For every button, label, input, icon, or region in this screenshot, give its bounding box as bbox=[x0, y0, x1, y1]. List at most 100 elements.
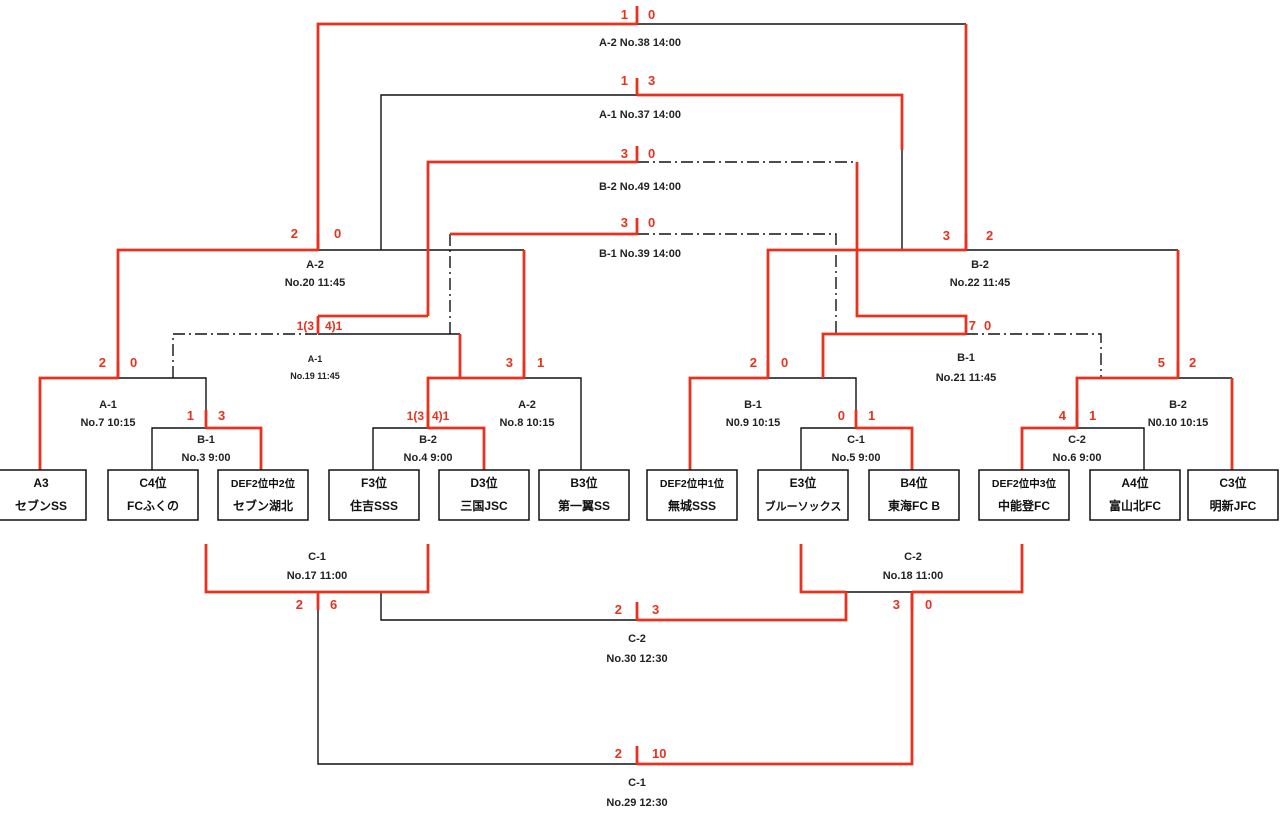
team-seed: DEF2位中2位 bbox=[231, 477, 296, 490]
match-court: C-2 bbox=[904, 551, 922, 563]
score-right: 1 bbox=[537, 355, 544, 370]
score-left: 3 bbox=[621, 146, 628, 161]
team-name: 住吉SSS bbox=[350, 498, 398, 513]
match-court: C-2 bbox=[1068, 434, 1086, 446]
bracket-lines-win bbox=[38, 6, 1234, 766]
team-box: A3 セブンSS bbox=[0, 469, 87, 521]
team-seed: A4位 bbox=[1121, 475, 1148, 490]
score-left: 5 bbox=[1158, 355, 1165, 370]
team-name: 三国JSC bbox=[460, 499, 508, 513]
team-box: D3位 三国JSC bbox=[438, 469, 530, 521]
match-court: A-2 bbox=[518, 399, 536, 411]
line-m20-left bbox=[116, 248, 318, 378]
team-box: B4位 東海FC B bbox=[868, 469, 960, 521]
line-m6-right bbox=[1077, 427, 1145, 470]
match-label: B-1 No.39 14:00 bbox=[599, 248, 681, 260]
match-court: A-1 bbox=[99, 399, 117, 411]
line-m21-right bbox=[966, 333, 1102, 378]
score-right: 0 bbox=[130, 355, 137, 370]
team-box: F3位 住吉SSS bbox=[328, 469, 420, 521]
score-left: 4 bbox=[1059, 408, 1067, 423]
team-box: C4位 FCふくの bbox=[107, 469, 199, 521]
team-box: DEF2位中3位 中能登FC bbox=[978, 469, 1070, 521]
score-left: 3 bbox=[943, 228, 950, 243]
score-right: 1 bbox=[1089, 408, 1096, 423]
score-left: 3 bbox=[621, 215, 628, 230]
score-left: 1(3 bbox=[407, 409, 425, 423]
match-court: B-2 bbox=[971, 259, 989, 271]
score-left: 1(3 bbox=[297, 319, 315, 333]
score-right: 3 bbox=[652, 602, 659, 617]
line-m19-center bbox=[316, 314, 428, 334]
line-m6-left bbox=[1020, 426, 1077, 470]
team-seed: C3位 bbox=[1219, 475, 1246, 490]
match-label: B-2 No.49 14:00 bbox=[599, 181, 681, 193]
score-right: 0 bbox=[925, 597, 932, 612]
score-left: 0 bbox=[838, 408, 845, 423]
team-seed: D3位 bbox=[470, 475, 497, 490]
team-boxes: A3 セブンSS C4位 FCふくの DEF2位中2位 セブン湖北 F3位 住吉… bbox=[0, 469, 1279, 521]
team-box: DEF2位中1位 無城SSS bbox=[646, 469, 738, 521]
match-labels: A-2 No.38 14:00 A-1 No.37 14:00 B-2 No.4… bbox=[80, 37, 1208, 809]
team-name: 明新JFC bbox=[1210, 498, 1257, 513]
score-right: 0 bbox=[984, 318, 991, 333]
line-m29-right bbox=[637, 592, 914, 766]
team-seed: B3位 bbox=[570, 475, 597, 490]
team-seed: F3位 bbox=[361, 475, 387, 490]
match-court: C-1 bbox=[308, 551, 326, 563]
score-right: 2 bbox=[986, 228, 993, 243]
match-court: A-2 bbox=[306, 259, 324, 271]
score-right: 4)1 bbox=[432, 409, 450, 423]
match-info: N0.9 10:15 bbox=[726, 417, 780, 429]
score-left: 1 bbox=[621, 7, 628, 22]
score-left: 3 bbox=[893, 597, 900, 612]
line-m21-left bbox=[821, 332, 966, 378]
score-right: 0 bbox=[648, 215, 655, 230]
match-info: N0.10 10:15 bbox=[1148, 417, 1209, 429]
line-m4-right bbox=[428, 426, 486, 470]
line-m18-right bbox=[799, 544, 1024, 594]
team-seed: B4位 bbox=[900, 475, 927, 490]
score-right: 0 bbox=[781, 355, 788, 370]
match-info: No.5 9:00 bbox=[832, 452, 881, 464]
score-left: 2 bbox=[750, 355, 757, 370]
team-box: E3位 ブルーソックス bbox=[757, 469, 849, 521]
line-m5-left bbox=[800, 427, 856, 470]
match-label: A-2 No.38 14:00 bbox=[599, 37, 681, 49]
match-court: B-1 bbox=[197, 434, 215, 446]
score-left: 2 bbox=[615, 746, 622, 761]
score-right: 6 bbox=[330, 597, 337, 612]
team-seed: A3 bbox=[33, 476, 49, 490]
match-court: B-1 bbox=[957, 352, 975, 364]
line-m37-left bbox=[380, 94, 637, 250]
score-left: 7 bbox=[969, 318, 976, 333]
match-court: C-2 bbox=[628, 633, 646, 645]
line-m17-right bbox=[318, 591, 637, 621]
match-court: A-1 bbox=[308, 354, 323, 364]
score-right: 4)1 bbox=[325, 319, 343, 333]
score-left: 1 bbox=[187, 408, 194, 423]
team-seed: C4位 bbox=[139, 475, 166, 490]
team-name: セブンSS bbox=[15, 498, 67, 513]
score-right: 0 bbox=[648, 146, 655, 161]
match-label: A-1 No.37 14:00 bbox=[599, 109, 681, 121]
score-left: 3 bbox=[506, 355, 513, 370]
team-seed: E3位 bbox=[790, 475, 817, 490]
team-name: ブルーソックス bbox=[765, 499, 842, 513]
team-box: A4位 富山北FC bbox=[1089, 469, 1181, 521]
line-m5-right bbox=[856, 426, 914, 470]
match-info: No.30 12:30 bbox=[606, 653, 667, 665]
score-right: 2 bbox=[1189, 355, 1196, 370]
match-info: No.21 11:45 bbox=[936, 372, 997, 384]
team-name: 東海FC B bbox=[888, 498, 940, 513]
match-info: No.20 11:45 bbox=[285, 277, 346, 289]
score-right: 3 bbox=[648, 73, 655, 88]
match-court: B-1 bbox=[744, 399, 762, 411]
line-m38-left bbox=[316, 22, 637, 250]
team-name: 富山北FC bbox=[1109, 498, 1161, 513]
team-name: セブン湖北 bbox=[233, 498, 293, 513]
match-info: No.18 11:00 bbox=[883, 570, 944, 582]
line-m39-right bbox=[637, 233, 837, 334]
